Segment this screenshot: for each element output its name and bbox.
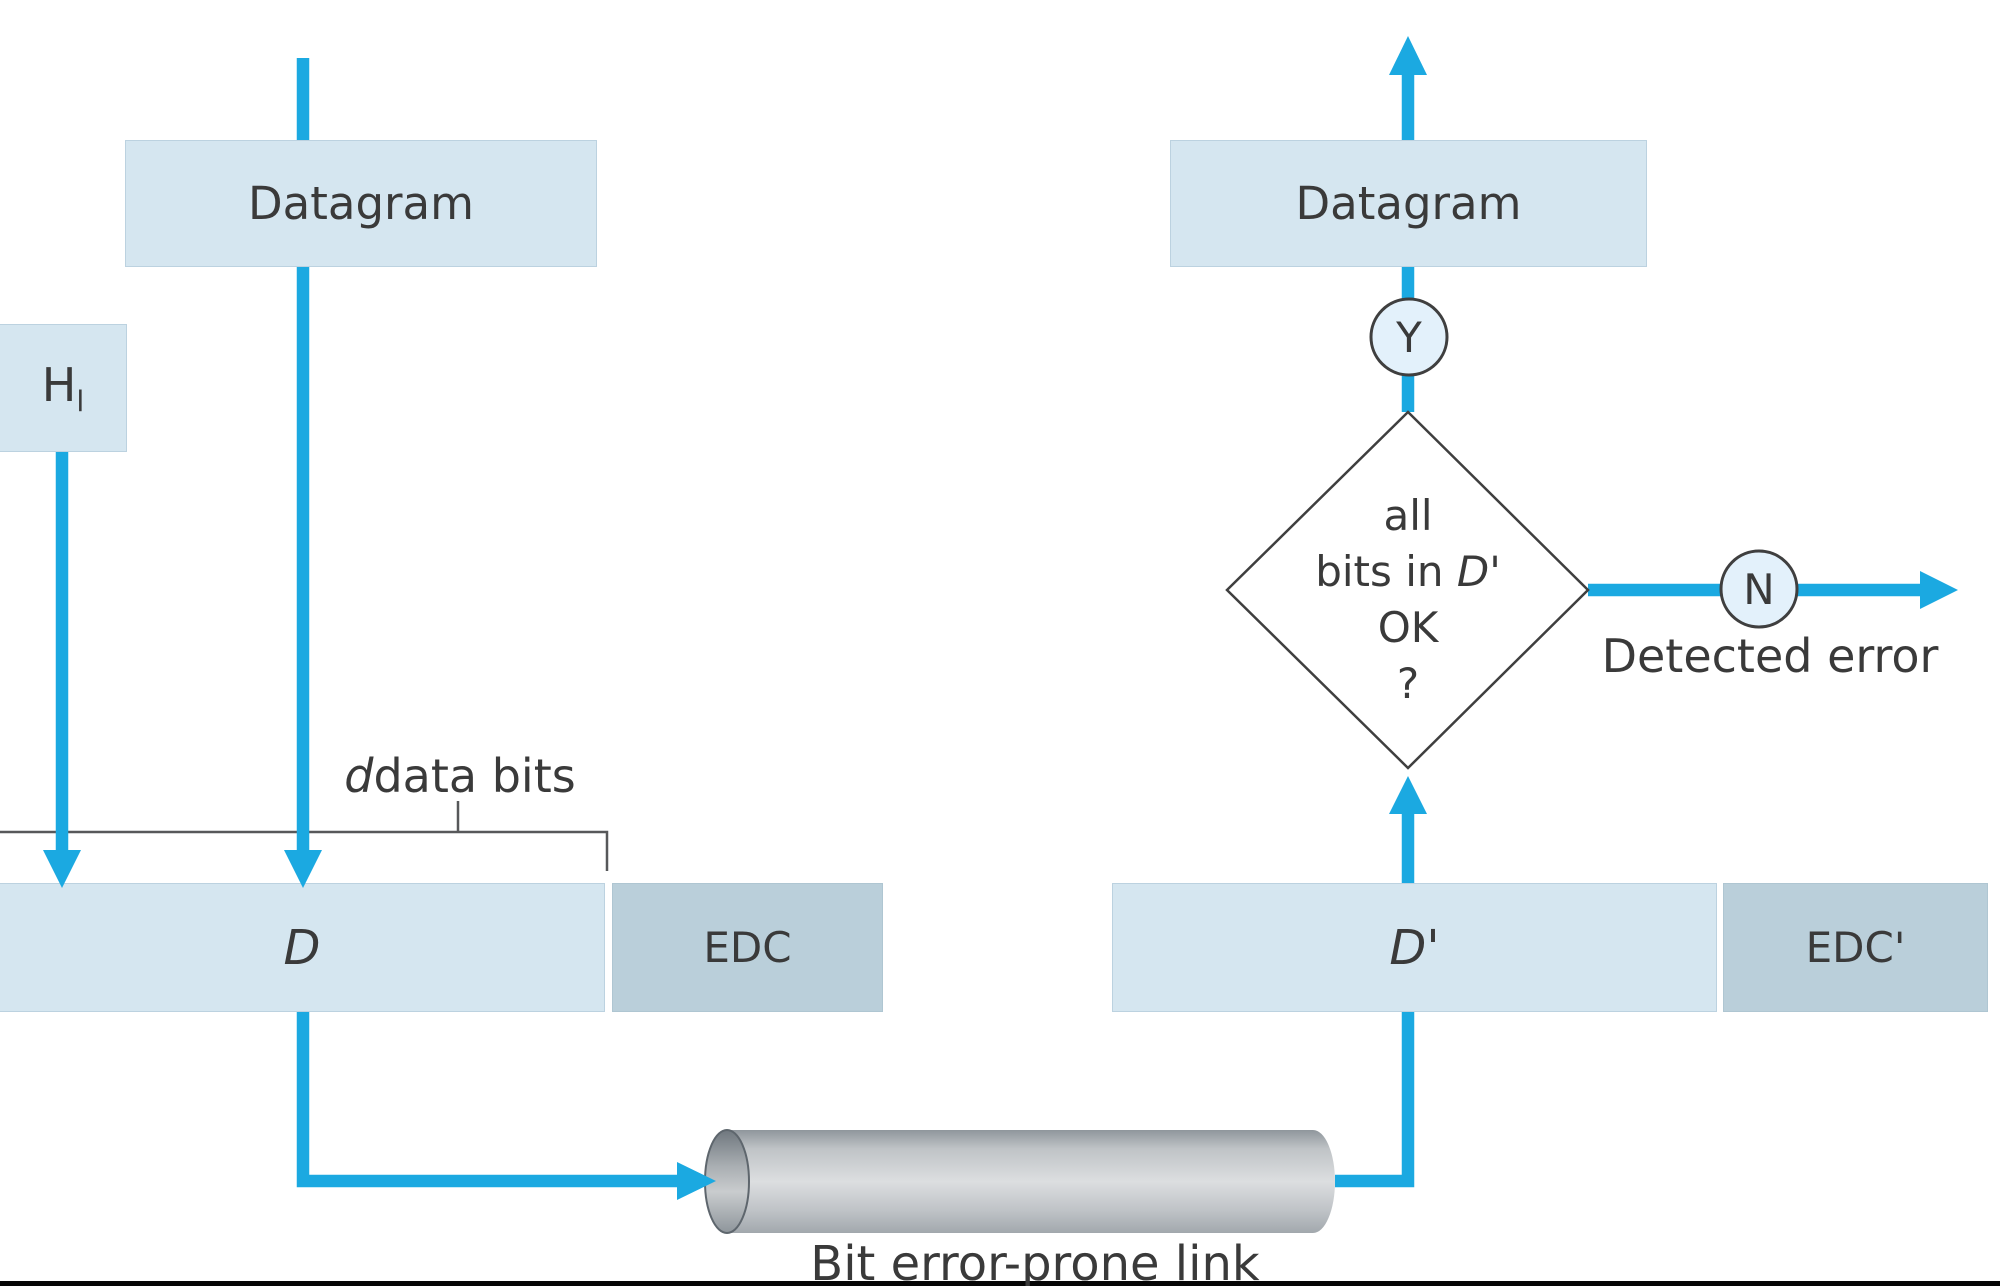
data-bits-label: d data bits <box>344 749 576 803</box>
receiver-payload-d-box: D' <box>1112 883 1717 1012</box>
data-bits-bracket <box>0 801 609 871</box>
flow-arrows <box>43 36 1958 1200</box>
link-label: Bit error-prone link <box>810 1236 1260 1286</box>
decision-text: all bits in D' OK ? <box>1283 488 1533 712</box>
decision-line-1: all <box>1383 491 1433 540</box>
sender-edc-label: EDC <box>703 923 792 972</box>
receiver-datagram-label: Datagram <box>1295 177 1522 230</box>
yes-label: Y <box>1396 312 1422 362</box>
receiver-edc-label: EDC' <box>1805 923 1906 972</box>
sender-datagram-label: Datagram <box>248 177 474 230</box>
receiver-datagram-box: Datagram <box>1170 140 1647 267</box>
link-cylinder <box>704 1129 1335 1234</box>
receiver-payload-d-label: D' <box>1389 919 1440 976</box>
link-header-label: Hl <box>41 358 85 418</box>
decision-line-3: OK <box>1377 603 1439 652</box>
receiver-edc-box: EDC' <box>1723 883 1988 1012</box>
sender-datagram-box: Datagram <box>125 140 597 267</box>
no-circle <box>1719 549 1799 629</box>
link-header-box: Hl <box>0 324 127 452</box>
decision-line-4: ? <box>1396 659 1420 708</box>
yes-circle <box>1369 297 1449 377</box>
detected-error-label: Detected error <box>1601 629 1939 683</box>
bottom-edge-strip <box>0 1281 2000 1286</box>
sender-payload-d-label: D <box>283 919 321 976</box>
decision-line-2: bits in D' <box>1315 547 1501 596</box>
sender-edc-box: EDC <box>612 883 883 1012</box>
sender-payload-d-box: D <box>0 883 605 1012</box>
decision-diamond <box>1225 410 1590 770</box>
no-label: N <box>1743 564 1775 614</box>
